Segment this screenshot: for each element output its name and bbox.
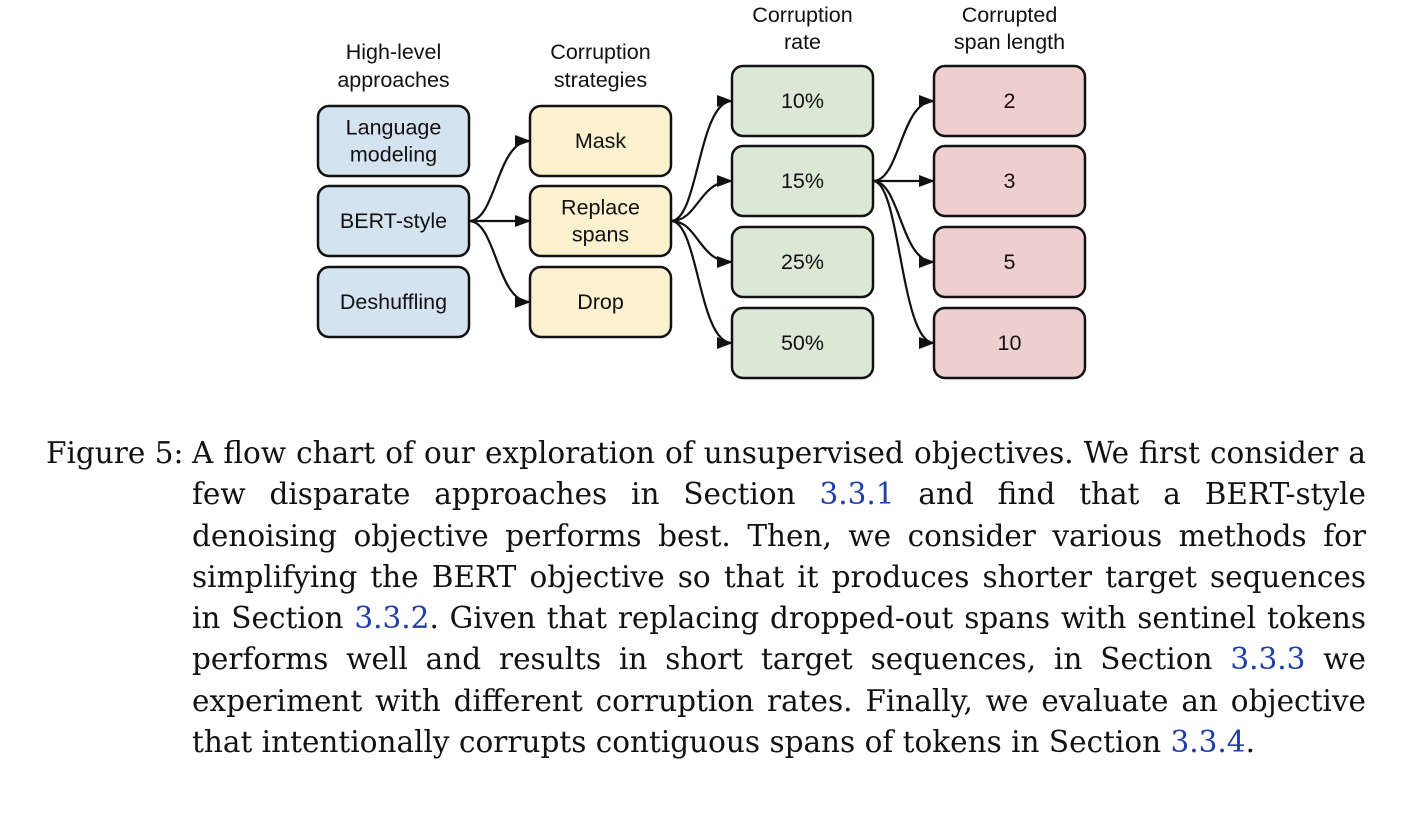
node-rate-15: 15% — [730, 144, 875, 218]
node-box — [528, 104, 673, 178]
figure-caption: Figure 5: A flow chart of our exploratio… — [46, 433, 1366, 763]
node-box — [528, 265, 673, 339]
edge-rate-15-to-length-5 — [872, 179, 935, 268]
node-box — [932, 144, 1087, 218]
column-header-strategies: strategies — [554, 68, 647, 92]
node-drop: Drop — [528, 265, 673, 339]
node-label: BERT-style — [340, 209, 447, 233]
node-box — [932, 64, 1087, 138]
node-label: spans — [572, 223, 629, 247]
node-label: 5 — [1004, 250, 1016, 274]
node-box — [730, 64, 875, 138]
edge-bert-style-to-drop — [468, 219, 531, 308]
column-header-lengths: span length — [954, 30, 1065, 54]
node-label: 3 — [1004, 169, 1016, 193]
column-headers: High-level approaches Corruption strategies… — [337, 3, 1065, 92]
node-label: modeling — [350, 143, 437, 167]
node-box — [730, 225, 875, 299]
node-label: 2 — [1004, 89, 1016, 113]
column-header-lengths: Corrupted — [962, 3, 1058, 27]
node-length-3: 3 — [932, 144, 1087, 218]
caption-text-segment: . Given that replacing dropped-out spans… — [192, 601, 1366, 677]
node-rate-25: 25% — [730, 225, 875, 299]
caption-label: Figure 5: — [46, 436, 184, 470]
node-box — [730, 144, 875, 218]
node-box — [528, 184, 673, 258]
node-label: Drop — [577, 290, 624, 314]
node-replace-spans: Replace spans — [528, 184, 673, 258]
node-label: 25% — [781, 250, 824, 274]
node-box — [730, 306, 875, 380]
edge-bert-style-to-mask — [468, 135, 531, 223]
node-box — [932, 225, 1087, 299]
node-rate-50: 50% — [730, 306, 875, 380]
section-ref-link[interactable]: 3.3.3 — [1230, 642, 1306, 677]
node-box — [316, 104, 471, 178]
edge-replace-spans-to-rate-25 — [670, 219, 733, 268]
caption-text: A flow chart of our exploration of unsup… — [192, 433, 1366, 763]
node-label: 50% — [781, 331, 824, 355]
column-header-approaches: High-level — [346, 40, 442, 64]
section-ref-link[interactable]: 3.3.2 — [354, 601, 430, 636]
edge-rate-15-to-length-10 — [872, 179, 935, 349]
caption-text-segment: . — [1245, 725, 1255, 760]
edge-replace-spans-to-rate-15 — [670, 175, 733, 223]
node-label: Language — [346, 116, 442, 140]
column-header-approaches: approaches — [337, 68, 449, 92]
node-mask: Mask — [528, 104, 673, 178]
section-ref-link[interactable]: 3.3.4 — [1170, 725, 1246, 760]
caption-text-segment: A flow chart of our exploration of unsup… — [192, 436, 1366, 512]
section-ref-link[interactable]: 3.3.1 — [819, 477, 895, 512]
column-header-rates: rate — [784, 30, 821, 54]
column-header-rates: Corruption — [752, 3, 852, 27]
node-label: Replace — [561, 196, 640, 220]
edge-replace-spans-to-rate-10 — [670, 95, 733, 223]
column-header-strategies: Corruption — [550, 40, 650, 64]
node-box — [932, 306, 1087, 380]
node-label: 10% — [781, 89, 824, 113]
node-rate-10: 10% — [730, 64, 875, 138]
caption-text-segment: and find that a BERT-style denoising obj… — [192, 477, 1366, 636]
caption-text-segment: we experiment with different corruption … — [192, 642, 1367, 760]
node-label: 10 — [998, 331, 1022, 355]
node-length-5: 5 — [932, 225, 1087, 299]
node-label: 15% — [781, 169, 824, 193]
flow-chart-diagram: High-level approaches Corruption strategies… — [316, 3, 1087, 380]
edges-layer — [468, 95, 935, 349]
node-label: Deshuffling — [340, 290, 447, 314]
node-box — [316, 184, 471, 258]
node-length-2: 2 — [932, 64, 1087, 138]
node-deshuffling: Deshuffling — [316, 265, 471, 339]
node-label: Mask — [575, 129, 627, 153]
node-bert-style: BERT-style — [316, 184, 471, 258]
node-box — [316, 265, 471, 339]
node-length-10: 10 — [932, 306, 1087, 380]
node-language-modeling: Language modeling — [316, 104, 471, 178]
edge-replace-spans-to-rate-50 — [670, 219, 733, 349]
edge-rate-15-to-length-2 — [872, 95, 935, 183]
